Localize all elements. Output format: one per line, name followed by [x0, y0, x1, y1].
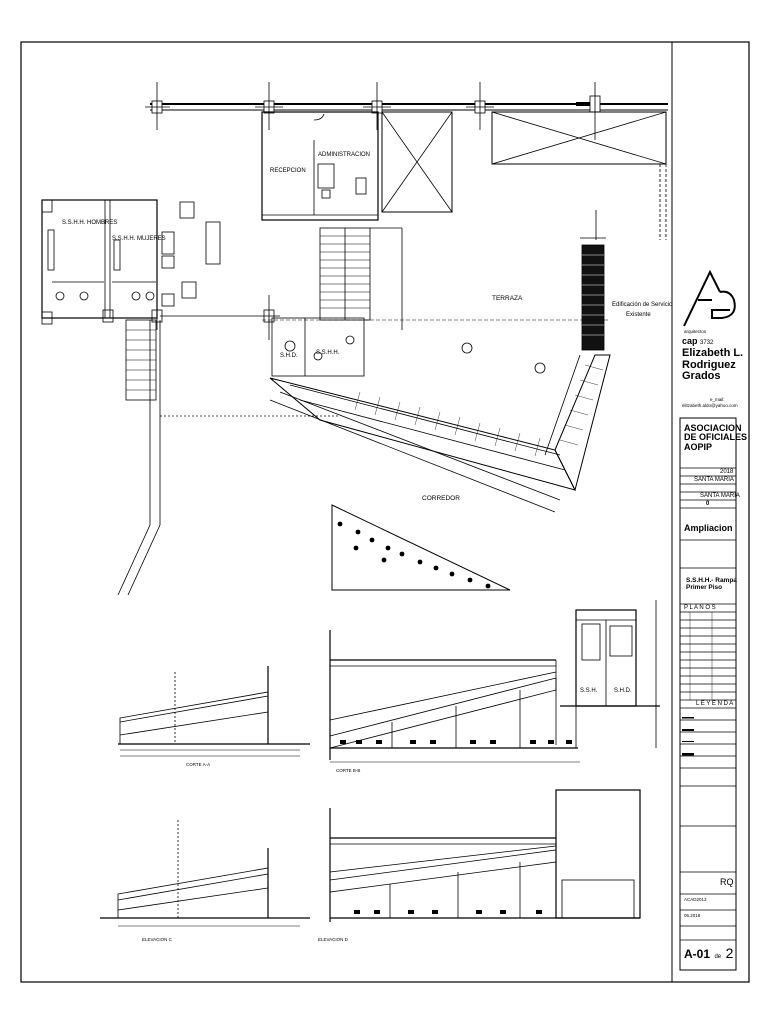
architect-name-line-3: Grados: [682, 370, 721, 383]
label-elevacion-d: ELEVACION D: [318, 937, 349, 942]
floor-plan: [41, 82, 668, 596]
cap-number: 3732: [700, 340, 714, 346]
logo-subtitle: arquitectos: [684, 329, 707, 334]
drawing-date: 06.2018: [684, 913, 701, 918]
label-corte-bb: CORTE B-B: [336, 768, 360, 773]
elevation-c: [100, 820, 310, 927]
sheet-title-line-2: Primer Piso: [686, 583, 723, 591]
label-corredor: CORREDOR: [422, 495, 460, 502]
client-line-1: ASOCIACION: [684, 423, 742, 433]
software-version: ACAD2013: [684, 897, 707, 902]
title-block: [671, 42, 737, 982]
sheet-border: [20, 41, 750, 983]
label-elevacion-c: ELEVACION C: [142, 937, 173, 942]
drawer-initials: RQ: [720, 877, 734, 887]
wall-dots: [337, 521, 491, 589]
architect-logo-icon: [683, 269, 736, 327]
project-number: 0: [706, 501, 710, 507]
label-sshh: S.S.H.H.: [316, 350, 340, 356]
label-sshh-mujeres: S.S.H.H. MUJERES: [112, 236, 166, 242]
label-administracion: ADMINISTRACION: [318, 152, 370, 158]
project-year: 2018: [720, 469, 734, 475]
label-edificacion-2: Existente: [626, 312, 651, 318]
elevation-d: [329, 789, 641, 922]
project-district-2: SANTA MARIA: [700, 493, 740, 499]
label-corte-aa: CORTE A-A: [186, 762, 210, 767]
cap-label: cap 3732: [682, 336, 714, 346]
sheet-title-line-1: S.S.H.H.- Rampa: [686, 577, 737, 584]
label-section-sshh: S.S.H.: [580, 688, 598, 694]
section-a: [118, 666, 310, 757]
sheet-title: S.S.H.H.- Rampa Primer Piso: [686, 577, 737, 592]
section-b-hatch: [340, 740, 572, 744]
architect-name-line-2: Rodriguez: [682, 358, 736, 371]
label-sshh-hombres: S.S.H.H. HOMBRES: [62, 220, 117, 226]
label-terraza: TERRAZA: [492, 295, 523, 302]
email-label: e_mail:: [710, 397, 725, 402]
client-line-3: AOPIP: [684, 441, 713, 452]
project-name: Ampliacion: [684, 523, 733, 533]
label-section-shd: S.H.D.: [614, 688, 632, 694]
cap-label-text: cap: [682, 336, 698, 346]
sheet-number: A-01 de 2: [684, 946, 733, 963]
client-line-2: DE OFICIALES: [684, 432, 748, 443]
sheet-total: 2: [725, 945, 734, 961]
section-b: [329, 600, 660, 763]
sheet-of: de: [714, 954, 722, 960]
leyenda-header: L E Y E N D A: [696, 701, 734, 707]
label-recepcion: RECEPCION: [270, 168, 306, 174]
architect-name-line-1: Elizabeth L.: [682, 347, 744, 359]
sheet-code: A-01: [684, 947, 711, 961]
planos-header: P L A N O S: [684, 605, 716, 611]
label-shd: S.H.D.: [280, 353, 298, 359]
client-name: ASOCIACION DE OFICIALES AOPIP: [684, 423, 748, 452]
architect-name: Elizabeth L. Rodriguez Grados: [682, 347, 744, 383]
elevation-d-hatch: [354, 910, 542, 914]
email-value: elitzabeth.aldo@yahoo.com: [682, 403, 738, 408]
label-edificacion-1: Edificación de Servicio: [612, 302, 673, 308]
legend-swatches: [682, 717, 694, 756]
project-district: SANTA MARIA: [694, 477, 734, 483]
